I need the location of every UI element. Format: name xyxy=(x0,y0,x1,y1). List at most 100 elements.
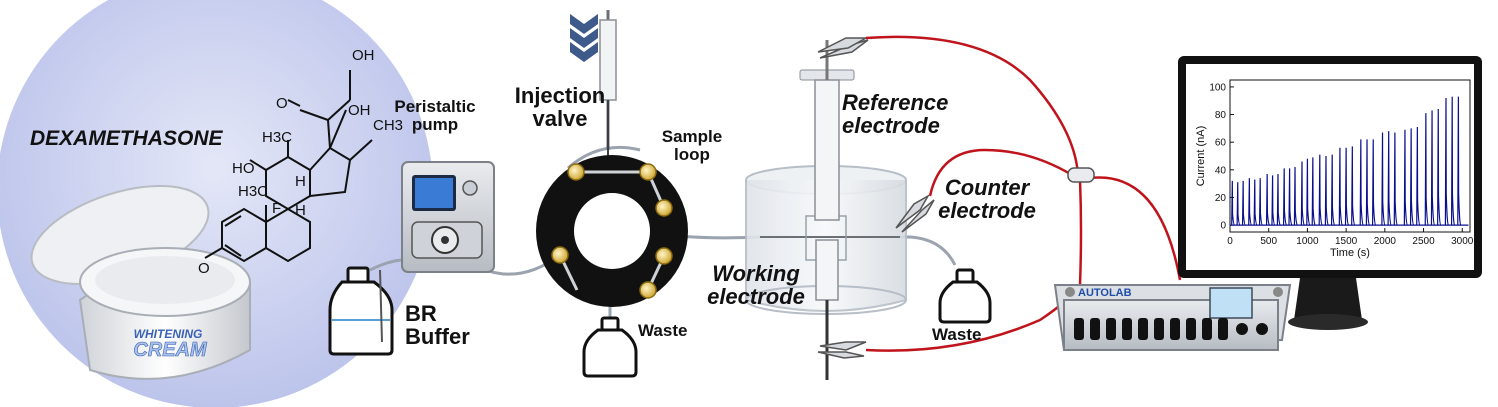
counter-label-line2: electrode xyxy=(938,198,1036,224)
cream-jar-image: WHITENING CREAM xyxy=(30,184,251,380)
wire-junction-icon xyxy=(1067,167,1095,183)
signal-peak xyxy=(1365,139,1370,226)
signal-peak xyxy=(1293,167,1298,226)
injection-syringe xyxy=(599,10,617,165)
cream-label-line1: WHITENING xyxy=(134,327,203,341)
valve-waste-label: Waste xyxy=(638,321,688,340)
sample-label-line2: loop xyxy=(674,144,710,164)
atom-h-mid: H xyxy=(295,173,306,190)
working-electrode-label: Working electrode xyxy=(700,262,812,308)
signal-peak xyxy=(1311,157,1316,226)
sample-label-line1: Sample xyxy=(661,127,723,146)
signal-peak xyxy=(1306,158,1311,226)
working-label-line2: electrode xyxy=(707,284,805,310)
injection-label-line2: valve xyxy=(532,106,588,132)
cream-label-line2: CREAM xyxy=(133,339,208,361)
signal-peak xyxy=(1271,175,1276,226)
signal-peak xyxy=(1430,110,1435,226)
signal-peak xyxy=(1300,161,1305,226)
signal-peak xyxy=(1403,129,1408,226)
atom-ch3-right: CH3 xyxy=(373,117,403,134)
y-tick-label: 80 xyxy=(1215,110,1227,121)
y-tick-label: 40 xyxy=(1215,165,1227,176)
counter-label-line1: Counter xyxy=(944,175,1030,200)
cell-waste-label: Waste xyxy=(932,325,982,344)
signal-peak xyxy=(1372,139,1377,226)
signal-peak xyxy=(1241,180,1246,226)
sample-loop-label: Sample loop xyxy=(652,128,732,164)
atom-ho-left: HO xyxy=(232,160,255,177)
signal-peak xyxy=(1450,96,1456,226)
injection-valve-label: Injection valve xyxy=(500,84,620,130)
signal-peak xyxy=(1437,109,1442,226)
signal-peak xyxy=(1253,179,1258,226)
signal-peak xyxy=(1387,131,1392,226)
signal-peak xyxy=(1344,147,1350,226)
working-label-line1: Working xyxy=(712,261,800,286)
peristaltic-pump-image xyxy=(401,161,495,273)
x-axis-label: Time (s) xyxy=(1330,247,1370,259)
cell-waste-bottle-icon xyxy=(938,268,992,324)
x-tick-label: 2500 xyxy=(1412,236,1435,247)
signal-peak xyxy=(1393,132,1398,226)
y-tick-label: 0 xyxy=(1220,221,1226,232)
signal-peak xyxy=(1424,113,1429,226)
reference-clip-icon xyxy=(817,37,869,59)
y-tick-label: 60 xyxy=(1215,138,1227,149)
signal-peak xyxy=(1359,139,1364,226)
molecule-atom-labels: OH O OH CH3 H3C HO H H3C H F O xyxy=(198,47,403,277)
buffer-bottle-icon xyxy=(328,266,394,356)
atom-h3c-upper: H3C xyxy=(262,129,292,146)
atom-oh-top: OH xyxy=(352,47,375,64)
computer-monitor-image xyxy=(1178,56,1482,330)
atom-h3c-lower: H3C xyxy=(238,183,268,200)
signal-peak xyxy=(1381,132,1386,226)
signal-peak xyxy=(1282,168,1288,226)
x-tick-label: 2000 xyxy=(1374,236,1397,247)
six-port-valve-icon xyxy=(536,155,688,307)
x-tick-label: 0 xyxy=(1227,236,1233,247)
signal-peak xyxy=(1457,96,1462,226)
reference-label-line2: electrode xyxy=(842,113,940,139)
valve-waste-bottle-icon xyxy=(582,316,638,378)
buffer-label: BR Buffer xyxy=(405,302,470,348)
counter-electrode-label: Counter electrode xyxy=(932,176,1042,222)
pump-label: Peristaltic pump xyxy=(384,98,486,134)
signal-peak xyxy=(1351,146,1356,226)
autolab-potentiostat-image: AUTOLAB xyxy=(1053,284,1292,352)
y-tick-label: 20 xyxy=(1215,193,1227,204)
x-tick-label: 500 xyxy=(1260,236,1277,247)
signal-peak xyxy=(1338,147,1343,226)
signal-peak xyxy=(1248,178,1253,226)
signal-peak xyxy=(1318,154,1323,226)
counter-clip-icon xyxy=(895,193,935,233)
atom-h-lower: H xyxy=(295,202,306,219)
signal-peak xyxy=(1288,168,1293,226)
atom-o-ketone: O xyxy=(276,95,288,112)
tube-cell-to-waste xyxy=(899,235,957,266)
working-electrode-syringe xyxy=(815,239,839,380)
signal-peak xyxy=(1324,155,1329,226)
atom-oh-right: OH xyxy=(348,102,371,119)
y-tick-label: 100 xyxy=(1209,82,1226,93)
signal-peak xyxy=(1330,154,1336,226)
signal-peak xyxy=(1231,180,1235,226)
buffer-label-line2: Buffer xyxy=(405,324,470,350)
plot-frame xyxy=(1229,79,1471,233)
signal-peak xyxy=(1409,128,1415,226)
atom-f: F xyxy=(272,200,281,217)
signal-peak xyxy=(1444,97,1449,226)
signal-peak xyxy=(1236,182,1241,226)
reference-electrode-syringe xyxy=(799,40,855,221)
x-tick-label: 1000 xyxy=(1296,236,1319,247)
buffer-label-line1: BR xyxy=(405,301,437,326)
y-axis-label: Current (nA) xyxy=(1195,126,1207,187)
signal-peak xyxy=(1276,173,1281,226)
working-clip-icon xyxy=(817,341,867,359)
signal-peak xyxy=(1265,173,1270,226)
injection-label-line1: Injection xyxy=(514,83,606,108)
pump-label-line1: Peristaltic xyxy=(394,97,476,116)
x-tick-label: 3000 xyxy=(1451,236,1474,247)
